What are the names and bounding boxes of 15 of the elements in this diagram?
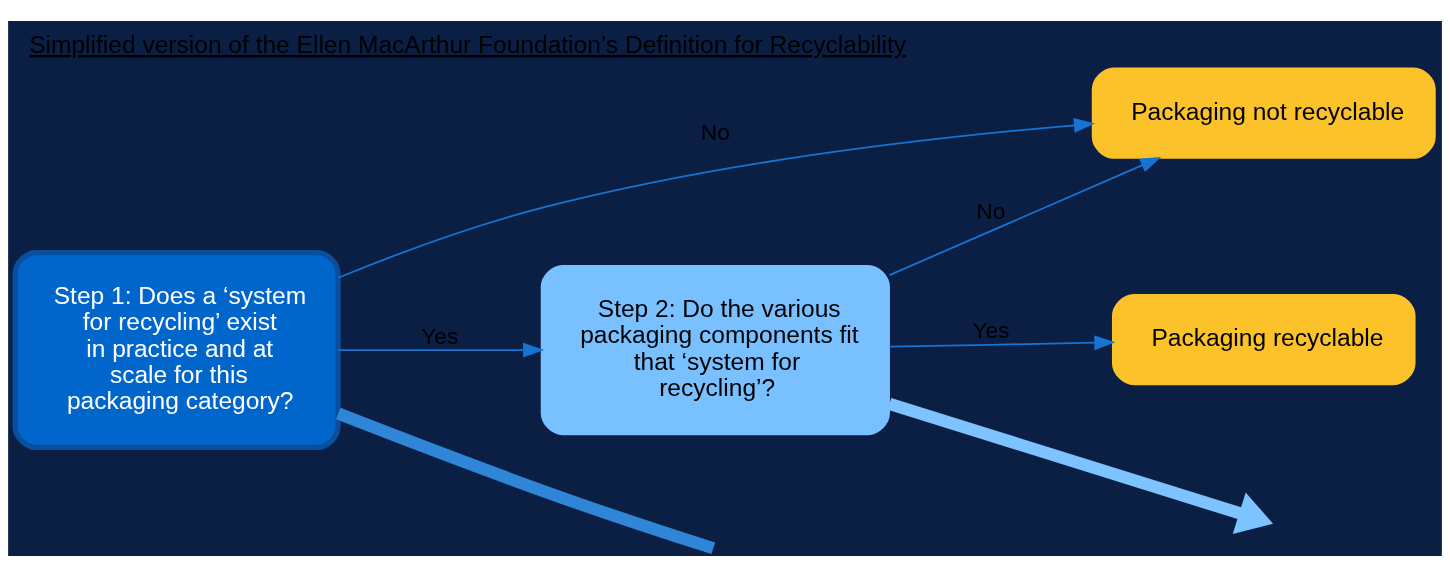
edge-label: No (700, 118, 730, 145)
arrow (337, 117, 1096, 279)
edge-label: Yes (421, 322, 459, 349)
arrow (337, 342, 545, 357)
edge-label: Yes (972, 316, 1010, 343)
node-box: Step 2: Do the various packaging components fit that ‘system for recycling’? (540, 264, 890, 435)
node-box: Packaging recyclable (1111, 293, 1416, 385)
diagram-title: Simplified version of the Ellen MacArthur Foundation’s Definition for Recyclability (29, 30, 907, 58)
connector (336, 407, 716, 554)
arrow (888, 156, 1162, 276)
arrow (887, 397, 1274, 534)
node-box: Packaging not recyclable (1091, 67, 1436, 159)
edge-label: No (976, 197, 1006, 224)
node-box: Step 1: Does a ‘system for recycling’ exist in practice and at scale for this packaging category? (12, 249, 341, 450)
arrow (888, 334, 1116, 350)
